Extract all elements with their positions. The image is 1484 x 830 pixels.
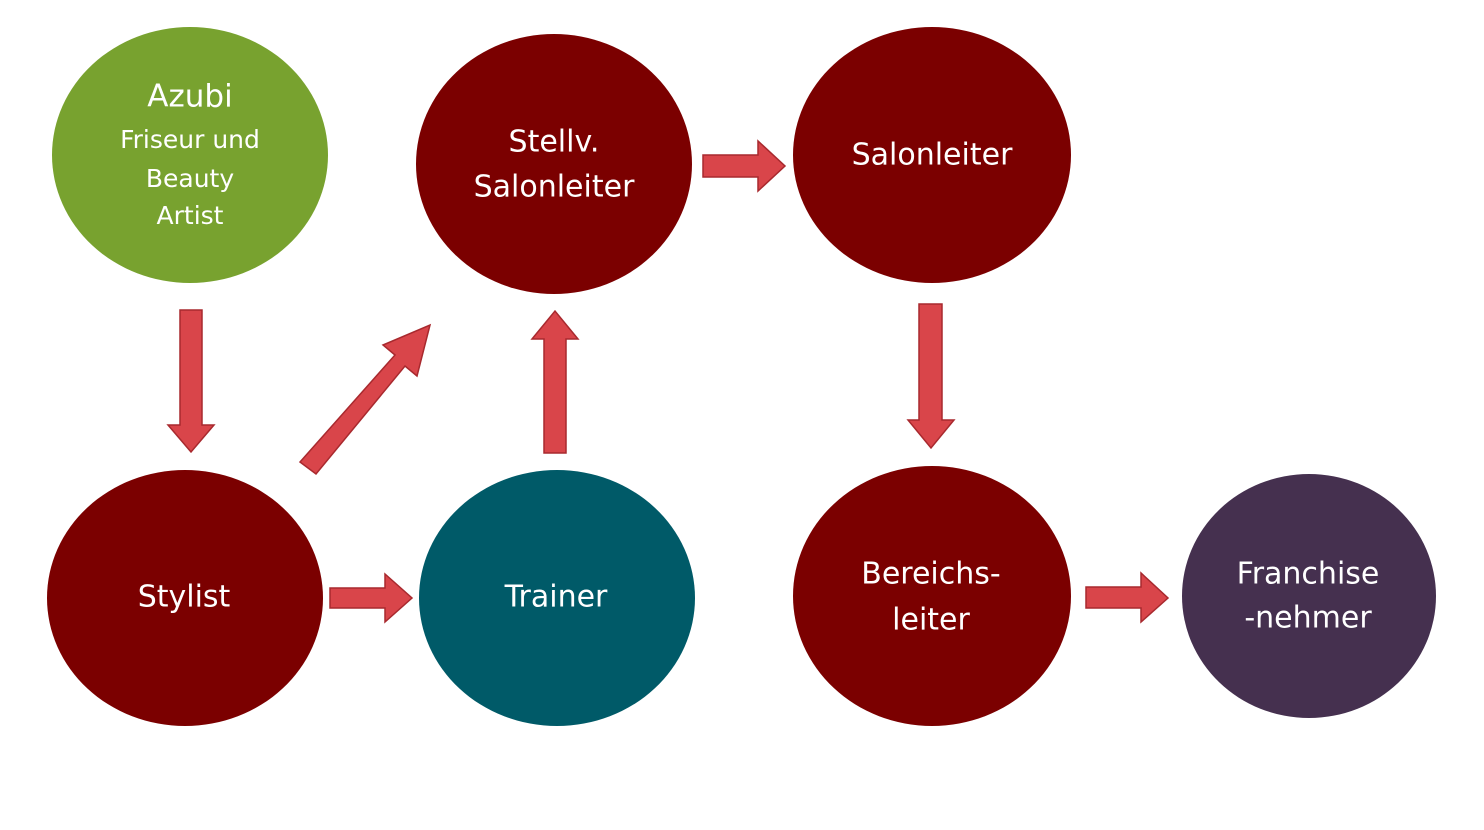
node-azubi-circle — [52, 27, 328, 283]
node-salonleiter: Salonleiter — [793, 27, 1071, 283]
node-stylist-label: Stylist — [138, 580, 231, 615]
arrow-trainer-to-stellv — [530, 309, 580, 454]
node-trainer: Trainer — [419, 470, 695, 726]
node-stylist: Stylist — [47, 470, 323, 726]
node-trainer-circle — [419, 470, 695, 726]
node-azubi-line2: Beauty — [146, 164, 234, 193]
arrow-azubi-to-stylist — [166, 309, 216, 454]
node-stellv-line2: Salonleiter — [474, 170, 635, 205]
node-azubi-line3: Artist — [157, 201, 224, 230]
arrow-stellv-to-salonleiter — [702, 139, 787, 193]
node-azubi: Azubi Friseur und Beauty Artist — [52, 27, 328, 283]
node-franchise-line2: -nehmer — [1244, 601, 1372, 636]
arrows — [166, 139, 1170, 624]
node-bereichsleiter: Bereichs- leiter — [793, 466, 1071, 726]
node-stellv-salonleiter: Stellv. Salonleiter — [416, 34, 692, 294]
node-salonleiter-label: Salonleiter — [852, 138, 1013, 173]
node-trainer-label: Trainer — [504, 580, 608, 615]
node-azubi-title: Azubi — [147, 79, 232, 115]
node-franchise: Franchise -nehmer — [1182, 474, 1436, 718]
node-bereichsleiter-circle — [793, 466, 1071, 726]
node-bereichsleiter-line1: Bereichs- — [861, 557, 1000, 592]
arrow-bereichsleiter-to-franchise — [1085, 571, 1170, 624]
node-azubi-line1: Friseur und — [120, 125, 260, 154]
node-stellv-line1: Stellv. — [509, 125, 600, 160]
node-bereichsleiter-line2: leiter — [892, 603, 970, 638]
node-stellv-circle — [416, 34, 692, 294]
node-franchise-line1: Franchise — [1237, 557, 1380, 592]
arrow-salonleiter-to-bereichsleiter — [906, 303, 956, 450]
node-franchise-circle — [1182, 474, 1436, 718]
arrow-stylist-to-trainer — [329, 572, 414, 624]
node-stylist-circle — [47, 470, 323, 726]
arrow-stylist-to-stellv — [298, 323, 432, 476]
node-salonleiter-circle — [793, 27, 1071, 283]
